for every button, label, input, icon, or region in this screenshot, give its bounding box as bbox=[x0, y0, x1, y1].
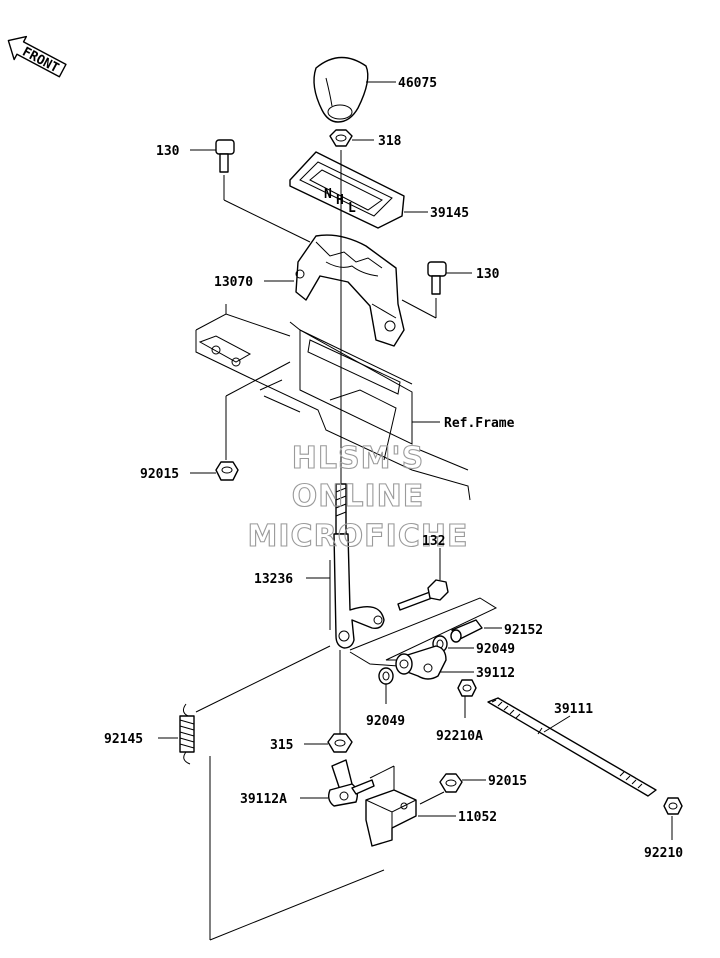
label-132: 132 bbox=[422, 534, 445, 549]
label-92152: 92152 bbox=[504, 623, 543, 638]
nut-92210 bbox=[663, 797, 683, 815]
svg-text:L: L bbox=[348, 201, 356, 216]
watermark-line-3: MICROFICHE bbox=[248, 519, 469, 554]
label-11052: 11052 bbox=[458, 810, 497, 825]
shift-rod bbox=[487, 697, 657, 797]
label-92015-right: 92015 bbox=[488, 774, 527, 789]
watermark-line-2: ONLINE bbox=[292, 479, 425, 514]
washer-92049-lower bbox=[378, 667, 394, 685]
label-130-top: 130 bbox=[156, 144, 180, 159]
part-labels: 46075 318 130 39145 13070 130 Ref.Frame … bbox=[104, 76, 683, 861]
label-92049-lower: 92049 bbox=[366, 714, 405, 729]
nut-315 bbox=[327, 733, 353, 753]
label-130-right: 130 bbox=[476, 267, 500, 282]
label-39111: 39111 bbox=[554, 702, 593, 717]
label-92210: 92210 bbox=[644, 846, 683, 861]
watermark-line-1: HLSM'S bbox=[292, 441, 424, 476]
label-315: 315 bbox=[270, 738, 293, 753]
gate-cover: N H L bbox=[289, 151, 405, 229]
nut-318 bbox=[329, 129, 353, 147]
label-46075: 46075 bbox=[398, 76, 437, 91]
nut-92015-right bbox=[439, 773, 463, 793]
label-ref-frame: Ref.Frame bbox=[444, 416, 515, 431]
label-92145: 92145 bbox=[104, 732, 143, 747]
label-318: 318 bbox=[378, 134, 402, 149]
pin-92152 bbox=[450, 619, 483, 643]
shift-housing bbox=[295, 234, 405, 347]
label-92015-left: 92015 bbox=[140, 467, 179, 482]
bracket-11052 bbox=[365, 789, 417, 847]
bolt-132 bbox=[397, 579, 449, 611]
label-39145: 39145 bbox=[430, 206, 469, 221]
svg-text:H: H bbox=[336, 193, 344, 208]
bolt-130-top bbox=[215, 139, 235, 173]
nut-92210A bbox=[457, 679, 477, 697]
label-92049-upper: 92049 bbox=[476, 642, 515, 657]
spring-92145 bbox=[179, 703, 195, 765]
label-39112A: 39112A bbox=[240, 792, 287, 807]
shift-lever bbox=[333, 483, 385, 649]
front-arrow-icon: FRONT bbox=[7, 35, 67, 78]
label-13070: 13070 bbox=[214, 275, 253, 290]
front-badge-text: FRONT bbox=[20, 45, 62, 77]
nut-92015-left bbox=[215, 461, 239, 481]
watermark: HLSM'S ONLINE MICROFICHE bbox=[247, 440, 469, 554]
label-39112: 39112 bbox=[476, 666, 515, 681]
svg-text:N: N bbox=[324, 187, 332, 202]
reference-frame bbox=[195, 304, 471, 501]
bolt-130-right bbox=[427, 261, 447, 295]
label-92210A: 92210A bbox=[436, 729, 483, 744]
rod-end-39112A bbox=[327, 759, 375, 807]
shift-arm-39112 bbox=[395, 645, 447, 680]
label-13236: 13236 bbox=[254, 572, 293, 587]
shift-knob bbox=[313, 56, 369, 123]
